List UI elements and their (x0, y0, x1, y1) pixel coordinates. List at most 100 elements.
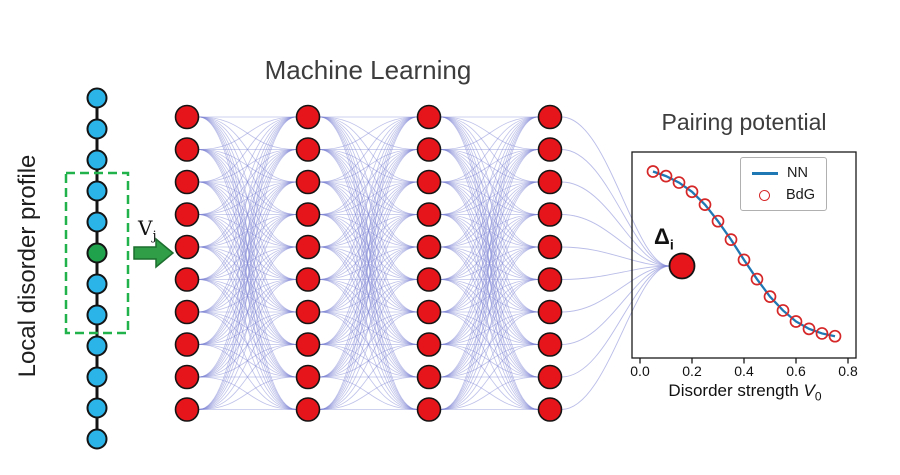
output-node-label: Δi (654, 224, 674, 252)
network-edge (319, 344, 418, 410)
network-node (537, 169, 563, 195)
output-edge (561, 265, 670, 410)
network-node (295, 299, 321, 325)
network-edge (319, 149, 418, 410)
network-node (537, 364, 563, 390)
bdg-point (763, 290, 777, 303)
bdg-marker-swatch (759, 189, 770, 201)
bdg-point (698, 198, 712, 211)
chain-site-highlight (86, 242, 108, 264)
bdg-point (737, 253, 751, 267)
x-axis-label: Disorder strength V0 (668, 381, 821, 403)
input-arrow (133, 237, 175, 269)
plot-title: Pairing potential (661, 109, 827, 135)
x-tick-label: 0.8 (838, 363, 858, 379)
machine-learning-title: Machine Learning (264, 55, 472, 85)
network-edge (440, 116, 539, 313)
network-edge (440, 116, 539, 410)
output-edge (561, 116, 670, 267)
output-edge (561, 265, 670, 313)
network-edge (319, 116, 418, 183)
network-node (416, 267, 442, 292)
network-node (174, 332, 200, 357)
network-node (537, 299, 563, 325)
plot-legend: NN BdG (740, 157, 828, 211)
output-edge (561, 265, 670, 345)
network-edge (198, 116, 297, 150)
network-edge (440, 116, 539, 248)
bdg-point (776, 304, 790, 317)
network-node (416, 332, 442, 357)
output-edge (561, 246, 670, 267)
network-edge (198, 376, 297, 410)
chain-site (86, 87, 108, 109)
network-edge (440, 116, 539, 280)
chain-site (86, 149, 108, 171)
chain-site (86, 428, 108, 450)
network-edge (440, 116, 539, 150)
network-node (537, 137, 563, 162)
x-axis-label-text: Disorder strength (668, 381, 799, 400)
network-node (416, 137, 442, 162)
network-node (174, 267, 200, 292)
legend-label-nn: NN (787, 165, 808, 181)
input-arrow-label-base: V (138, 216, 153, 240)
network-edge (319, 116, 418, 215)
network-node (416, 299, 442, 325)
output-edge (561, 214, 670, 267)
legend-entry-nn: NN (752, 165, 815, 181)
network-edge (198, 116, 297, 248)
chain-site (86, 397, 108, 419)
network-edge (319, 116, 418, 410)
network-node (295, 202, 321, 227)
output-node-label-base: Δ (654, 224, 670, 249)
bdg-point (828, 329, 842, 343)
network-node (537, 202, 563, 227)
network-node (174, 169, 200, 195)
output-node (668, 252, 696, 280)
output-edge (561, 149, 670, 267)
network-edge (319, 279, 418, 410)
network-edge (319, 116, 418, 313)
network-edge (198, 246, 297, 410)
chain-site (86, 211, 108, 233)
network-edge (440, 214, 539, 410)
network-node (537, 332, 563, 357)
network-node (295, 364, 321, 390)
chain-site (86, 273, 108, 295)
network-edge (440, 279, 539, 410)
network-node (537, 397, 563, 422)
bdg-point (815, 327, 829, 340)
network-edge (198, 149, 297, 410)
network-edge (198, 116, 297, 345)
input-arrow-label-sub: j (152, 229, 157, 244)
network-node (174, 234, 200, 260)
network-node (174, 202, 200, 227)
network-node (416, 202, 442, 227)
network-node (174, 299, 200, 325)
x-tick-label: 0.4 (734, 363, 754, 379)
chain-site (86, 304, 108, 326)
bdg-point (659, 169, 673, 183)
nn-line-swatch (752, 171, 778, 175)
network-edge (440, 116, 539, 183)
x-tick-label: 0.0 (630, 363, 650, 379)
legend-label-bdg: BdG (786, 187, 816, 203)
network-node (295, 267, 321, 292)
network-edge (440, 246, 539, 410)
output-node-label-sub: i (669, 236, 674, 253)
network-edge (440, 116, 539, 215)
chain-site (86, 366, 108, 388)
network-node (295, 397, 321, 422)
bdg-point (672, 176, 686, 189)
network-edge (319, 214, 418, 410)
network-node (295, 169, 321, 195)
bdg-point (789, 315, 803, 328)
bdg-point (685, 185, 699, 199)
chain-site (86, 335, 108, 357)
network-edge (319, 116, 418, 248)
network-node (174, 364, 200, 390)
x-tick-label: 0.2 (682, 363, 702, 379)
network-edge (198, 214, 297, 410)
